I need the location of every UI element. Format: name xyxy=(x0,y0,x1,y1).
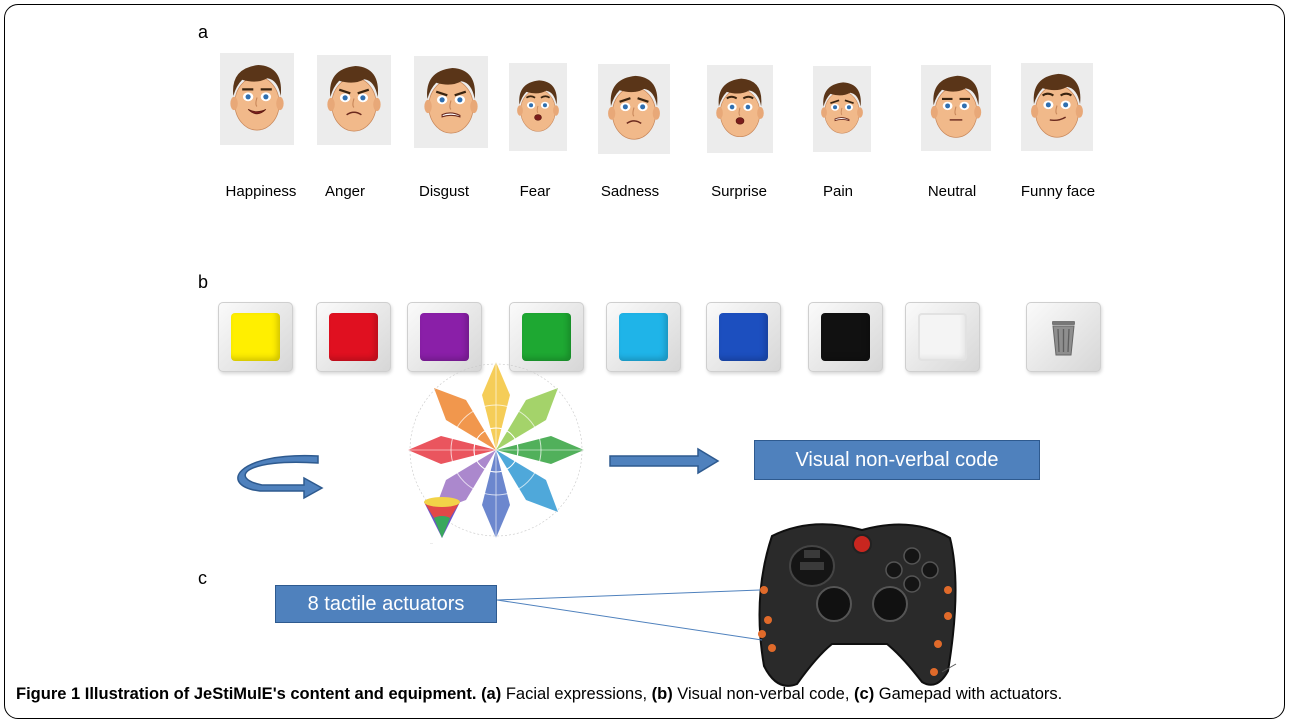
face-1 xyxy=(220,53,294,145)
color-button-yellow xyxy=(218,302,293,372)
color-swatch-black xyxy=(821,313,870,361)
caption-a-tag: (a) xyxy=(481,685,502,703)
visual-code-label: Visual non-verbal code xyxy=(754,440,1040,480)
emotion-cone-icon xyxy=(424,497,460,538)
color-swatch-blue xyxy=(719,313,768,361)
color-button-blue xyxy=(706,302,781,372)
panel-label-b: b xyxy=(198,272,209,292)
caption-title: Figure 1 Illustration of JeStiMulE's con… xyxy=(16,685,477,703)
color-swatch-yellow xyxy=(231,313,280,361)
face-label-5: Sadness xyxy=(600,183,660,200)
face-label-1: Happiness xyxy=(225,183,297,200)
figure-frame xyxy=(4,4,1285,719)
face-label-4: Fear xyxy=(519,183,551,200)
color-swatch-purple xyxy=(420,313,469,361)
trash-icon xyxy=(1039,313,1088,361)
color-swatch-light-blue xyxy=(619,313,668,361)
panel-label-c: c xyxy=(198,568,207,588)
rotation-arrow-icon xyxy=(237,454,324,500)
color-button-trash xyxy=(1026,302,1101,372)
color-button-black xyxy=(808,302,883,372)
caption-b-tag: (b) xyxy=(651,685,673,703)
caption-c-tag: (c) xyxy=(854,685,875,703)
color-swatch-white xyxy=(918,313,967,361)
face-label-8: Neutral xyxy=(927,183,977,200)
face-label-6: Surprise xyxy=(711,183,767,200)
face-2 xyxy=(317,55,391,145)
face-4 xyxy=(509,63,567,151)
face-label-2: Anger xyxy=(324,183,366,200)
emotion-wheel-icon xyxy=(408,362,584,538)
connector-line-upper xyxy=(496,589,761,601)
caption-a-text: Facial expressions, xyxy=(501,685,652,703)
color-button-red xyxy=(316,302,391,372)
color-button-purple xyxy=(407,302,482,372)
face-3 xyxy=(414,56,488,148)
figure-caption: Figure 1 Illustration of JeStiMulE's con… xyxy=(16,685,1281,704)
color-swatch-red xyxy=(329,313,378,361)
right-arrow-icon xyxy=(609,447,720,475)
color-button-white xyxy=(905,302,980,372)
face-label-9: Funny face xyxy=(1020,183,1096,200)
face-5 xyxy=(598,64,670,154)
svg-text:...: ... xyxy=(430,540,433,545)
face-8 xyxy=(921,65,991,151)
face-7 xyxy=(813,66,871,152)
actuators-label: 8 tactile actuators xyxy=(275,585,497,623)
color-swatch-green xyxy=(522,313,571,361)
face-label-3: Disgust xyxy=(418,183,470,200)
caption-c-text: Gamepad with actuators. xyxy=(874,685,1063,703)
gamepad-icon xyxy=(758,523,957,687)
face-label-7: Pain xyxy=(822,183,854,200)
face-9 xyxy=(1021,63,1093,151)
color-button-green xyxy=(509,302,584,372)
caption-b-text: Visual non-verbal code, xyxy=(672,685,855,703)
color-button-light-blue xyxy=(606,302,681,372)
connector-line-lower xyxy=(496,599,763,641)
face-6 xyxy=(707,65,773,153)
panel-label-a: a xyxy=(198,22,209,42)
